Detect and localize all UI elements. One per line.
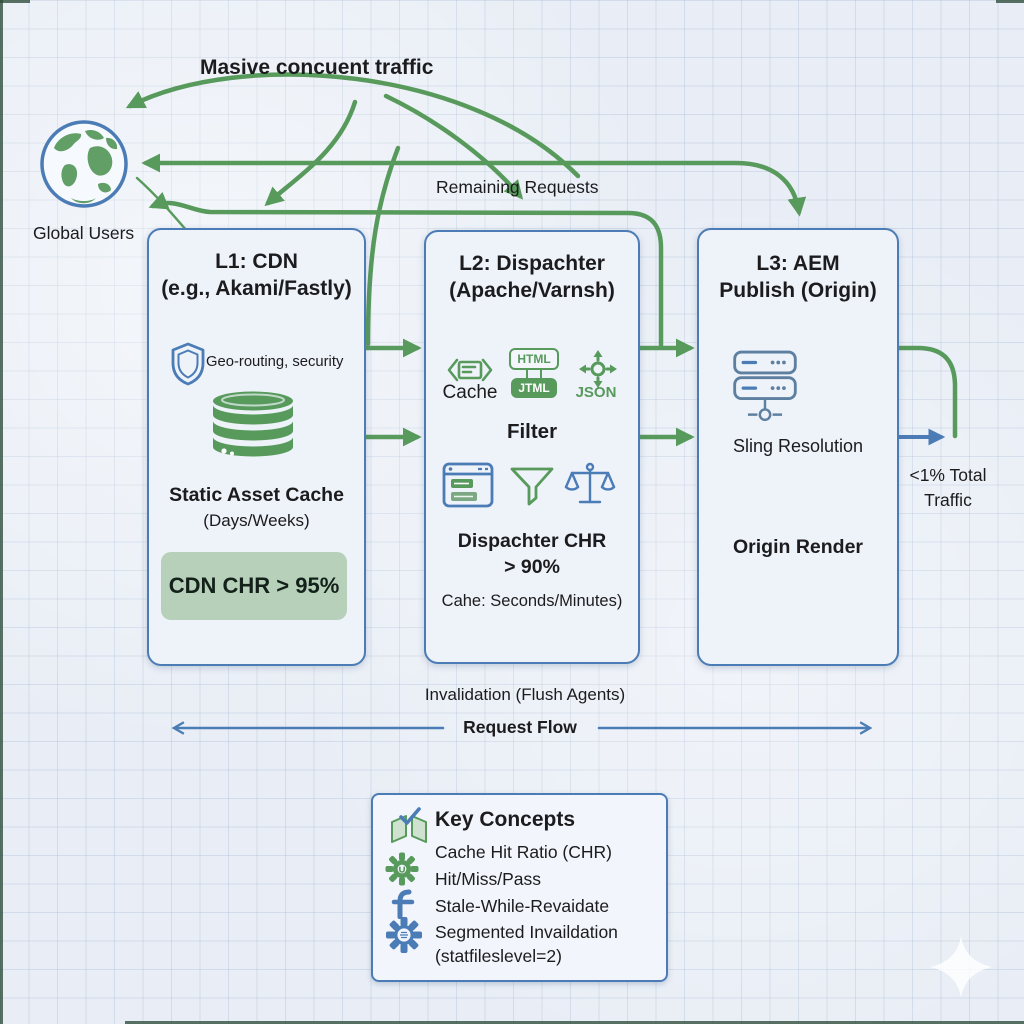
l1-cache-subtitle: (Days/Weeks) xyxy=(203,511,310,530)
l1-chr-badge-text: CDN CHR > 95% xyxy=(168,573,340,598)
invalidation-label: Invalidation (Flush Agents) xyxy=(424,685,626,704)
cog-blue-icon xyxy=(386,917,422,953)
sparkle-watermark-icon xyxy=(930,936,992,998)
l2-cache-label: Cache xyxy=(442,382,498,403)
database-icon xyxy=(213,391,293,457)
key-concept-item: Segmented Invaildation xyxy=(435,922,618,942)
shield-icon xyxy=(171,342,205,386)
key-concept-item: (statfileslevel=2) xyxy=(435,946,562,966)
edge-artifact-top-right xyxy=(996,0,1024,3)
key-concepts-box: Key Concepts Cache Hit Ratio (CHR) Hit/M… xyxy=(371,793,668,982)
page-title: Masive concuent traffic xyxy=(200,56,434,79)
total-traffic-note-line1: <1% Total xyxy=(909,465,987,485)
l1-chr-badge: CDN CHR > 95% xyxy=(161,552,347,620)
l2-dispatcher-box: L2: Dispachter (Apache/Varnsh) Cache HTM… xyxy=(424,230,640,664)
scales-icon xyxy=(564,462,616,504)
line-l3-right-elbow xyxy=(893,345,958,439)
cache-card-icon xyxy=(447,358,493,382)
key-concepts-title: Key Concepts xyxy=(435,808,576,831)
green-arrows xyxy=(125,72,958,447)
stat-browser-icon xyxy=(442,462,494,508)
key-concept-item: Hit/Miss/Pass xyxy=(435,869,541,889)
l2-chr-line2: > 90% xyxy=(504,556,560,578)
funnel-icon xyxy=(510,467,554,506)
arrow-feed-l1l2 xyxy=(365,145,401,347)
json-spread-icon xyxy=(579,350,617,388)
l1-title-line1: L1: CDN xyxy=(215,250,298,273)
edge-artifact-top-left xyxy=(0,0,30,3)
request-flow-label: Request Flow xyxy=(463,717,577,737)
server-icon xyxy=(733,350,797,422)
arrow-return-arc xyxy=(125,72,581,179)
jtml-badge: JTML xyxy=(511,378,557,398)
l2-title-line2: (Apache/Varnsh) xyxy=(449,279,615,302)
l2-json-label: JSON xyxy=(575,384,617,401)
l3-origin-label: Origin Render xyxy=(732,536,864,558)
arrow-remaining-requests xyxy=(383,93,524,200)
gear-green-icon xyxy=(385,852,419,886)
l3-aem-publish-box: L3: AEM Publish (Origin) Sling Resolutio… xyxy=(697,228,899,666)
l2-chr-line1: Dispachter CHR xyxy=(457,530,607,552)
l2-filter-label: Filter xyxy=(506,420,558,443)
remaining-requests-label: Remaining Requests xyxy=(436,177,599,197)
stale-f-icon xyxy=(391,889,415,919)
arrow-globe-to-l1 xyxy=(264,99,358,207)
l1-shield-label: Geo-routing, security xyxy=(206,354,344,370)
l1-title-line2: (e.g., Akami/Fastly) xyxy=(161,277,352,300)
globe-label: Global Users xyxy=(33,223,135,243)
html-jtml-icon: HTML JTML xyxy=(506,348,562,398)
l3-title-line1: L3: AEM xyxy=(756,252,840,275)
total-traffic-note-line2: Traffic xyxy=(924,490,972,510)
edge-artifact-left xyxy=(0,0,3,1024)
key-concept-item: Cache Hit Ratio (CHR) xyxy=(435,842,612,862)
blue-arrows xyxy=(176,428,946,728)
l1-cache-title: Static Asset Cache xyxy=(169,484,344,506)
globe-icon xyxy=(40,120,128,208)
book-check-icon xyxy=(391,807,427,843)
l2-cache-note: Cahe: Seconds/Minutes) xyxy=(441,592,623,610)
html-jtml-connector xyxy=(526,370,542,378)
l3-sling-label: Sling Resolution xyxy=(732,436,864,456)
l2-title-line1: L2: Dispachter xyxy=(459,252,605,275)
html-badge: HTML xyxy=(509,348,559,370)
arrow-return-l2l3 xyxy=(148,191,664,348)
edge-artifact-bottom xyxy=(125,1021,1024,1024)
l3-title-line2: Publish (Origin) xyxy=(719,279,877,302)
arrow-return-l3 xyxy=(141,153,807,217)
l1-cdn-box: L1: CDN (e.g., Akami/Fastly) Geo-routing… xyxy=(147,228,366,666)
key-concept-item: Stale-While-Revaidate xyxy=(435,896,610,916)
